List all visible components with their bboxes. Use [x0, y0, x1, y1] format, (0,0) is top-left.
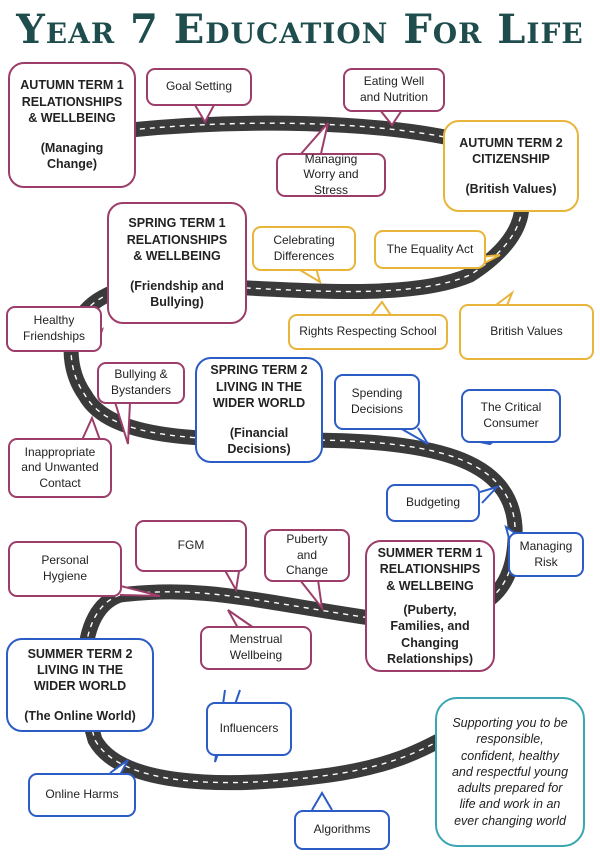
autumn1-line2: RELATIONSHIPS [21, 94, 123, 109]
autumn2-line2: CITIZENSHIP [472, 151, 550, 166]
spring2-line3: WIDER WORLD [212, 395, 306, 410]
spring-term-2-box: SPRING TERM 2 LIVING IN THE WIDER WORLD … [195, 357, 323, 463]
topic-menstrual-wellbeing: Menstrual Wellbeing [200, 626, 312, 670]
mission-statement: Supporting you to be responsible, confid… [435, 697, 585, 847]
summer1-sub: (Puberty, Families, and Changing Relatio… [386, 603, 474, 666]
topic-british-values: British Values [459, 304, 594, 360]
summer1-line2: RELATIONSHIPS [379, 562, 481, 577]
topic-puberty-change: Puberty and Change [264, 529, 350, 582]
autumn-term-1-box: AUTUMN TERM 1 RELATIONSHIPS & WELLBEING … [8, 62, 136, 188]
spring1-line1: SPRING TERM 1 [128, 216, 226, 231]
summer-term-2-box: SUMMER TERM 2 LIVING IN THE WIDER WORLD … [6, 638, 154, 732]
topic-influencers: Influencers [206, 702, 292, 756]
topic-managing-risk: Managing Risk [508, 532, 584, 577]
topic-eating-well: Eating Well and Nutrition [343, 68, 445, 112]
spring-term-1-box: SPRING TERM 1 RELATIONSHIPS & WELLBEING … [107, 202, 247, 324]
road-center-line [70, 122, 523, 784]
autumn1-line1: AUTUMN TERM 1 [20, 78, 124, 93]
autumn-term-2-box: AUTUMN TERM 2 CITIZENSHIP (British Value… [443, 120, 579, 212]
topic-personal-hygiene: Personal Hygiene [8, 541, 122, 597]
summer2-line1: SUMMER TERM 2 [27, 646, 133, 661]
topic-online-harms: Online Harms [28, 773, 136, 817]
spring1-line3: & WELLBEING [133, 248, 221, 263]
topic-equality-act: The Equality Act [374, 230, 486, 269]
summer2-line2: LIVING IN THE [36, 662, 124, 677]
topic-inappropriate-contact: Inappropriate and Unwanted Contact [8, 438, 112, 498]
summer-term-1-box: SUMMER TERM 1 RELATIONSHIPS & WELLBEING … [365, 540, 495, 672]
spring1-line2: RELATIONSHIPS [126, 232, 228, 247]
topic-rights-respecting: Rights Respecting School [288, 314, 448, 350]
summer1-line3: & WELLBEING [386, 578, 474, 593]
topic-goal-setting: Goal Setting [146, 68, 252, 106]
autumn2-line1: AUTUMN TERM 2 [459, 135, 563, 150]
autumn2-sub: (British Values) [465, 182, 557, 197]
topic-critical-consumer: The Critical Consumer [461, 389, 561, 443]
topic-algorithms: Algorithms [294, 810, 390, 850]
page-title: Year 7 Education For Life [16, 6, 584, 53]
topic-healthy-friendships: Healthy Friendships [6, 306, 102, 352]
topic-bullying-bystanders: Bullying & Bystanders [97, 362, 185, 404]
topic-celebrating-differences: Celebrating Differences [252, 226, 356, 271]
spring2-line2: LIVING IN THE [215, 379, 303, 394]
summer2-sub: (The Online World) [24, 709, 136, 724]
spring1-sub: (Friendship and Bullying) [130, 279, 224, 310]
spring2-line1: SPRING TERM 2 [210, 363, 308, 378]
topic-fgm: FGM [135, 520, 247, 572]
spring2-sub: (Financial Decisions) [227, 426, 291, 457]
topic-budgeting: Budgeting [386, 484, 480, 522]
topic-spending-decisions: Spending Decisions [334, 374, 420, 430]
summer1-line1: SUMMER TERM 1 [377, 546, 483, 560]
autumn1-line3: & WELLBEING [28, 110, 116, 125]
topic-managing-worry: Managing Worry and Stress [276, 152, 386, 197]
summer2-line3: WIDER WORLD [33, 679, 127, 693]
autumn1-sub: (Managing Change) [40, 141, 104, 172]
